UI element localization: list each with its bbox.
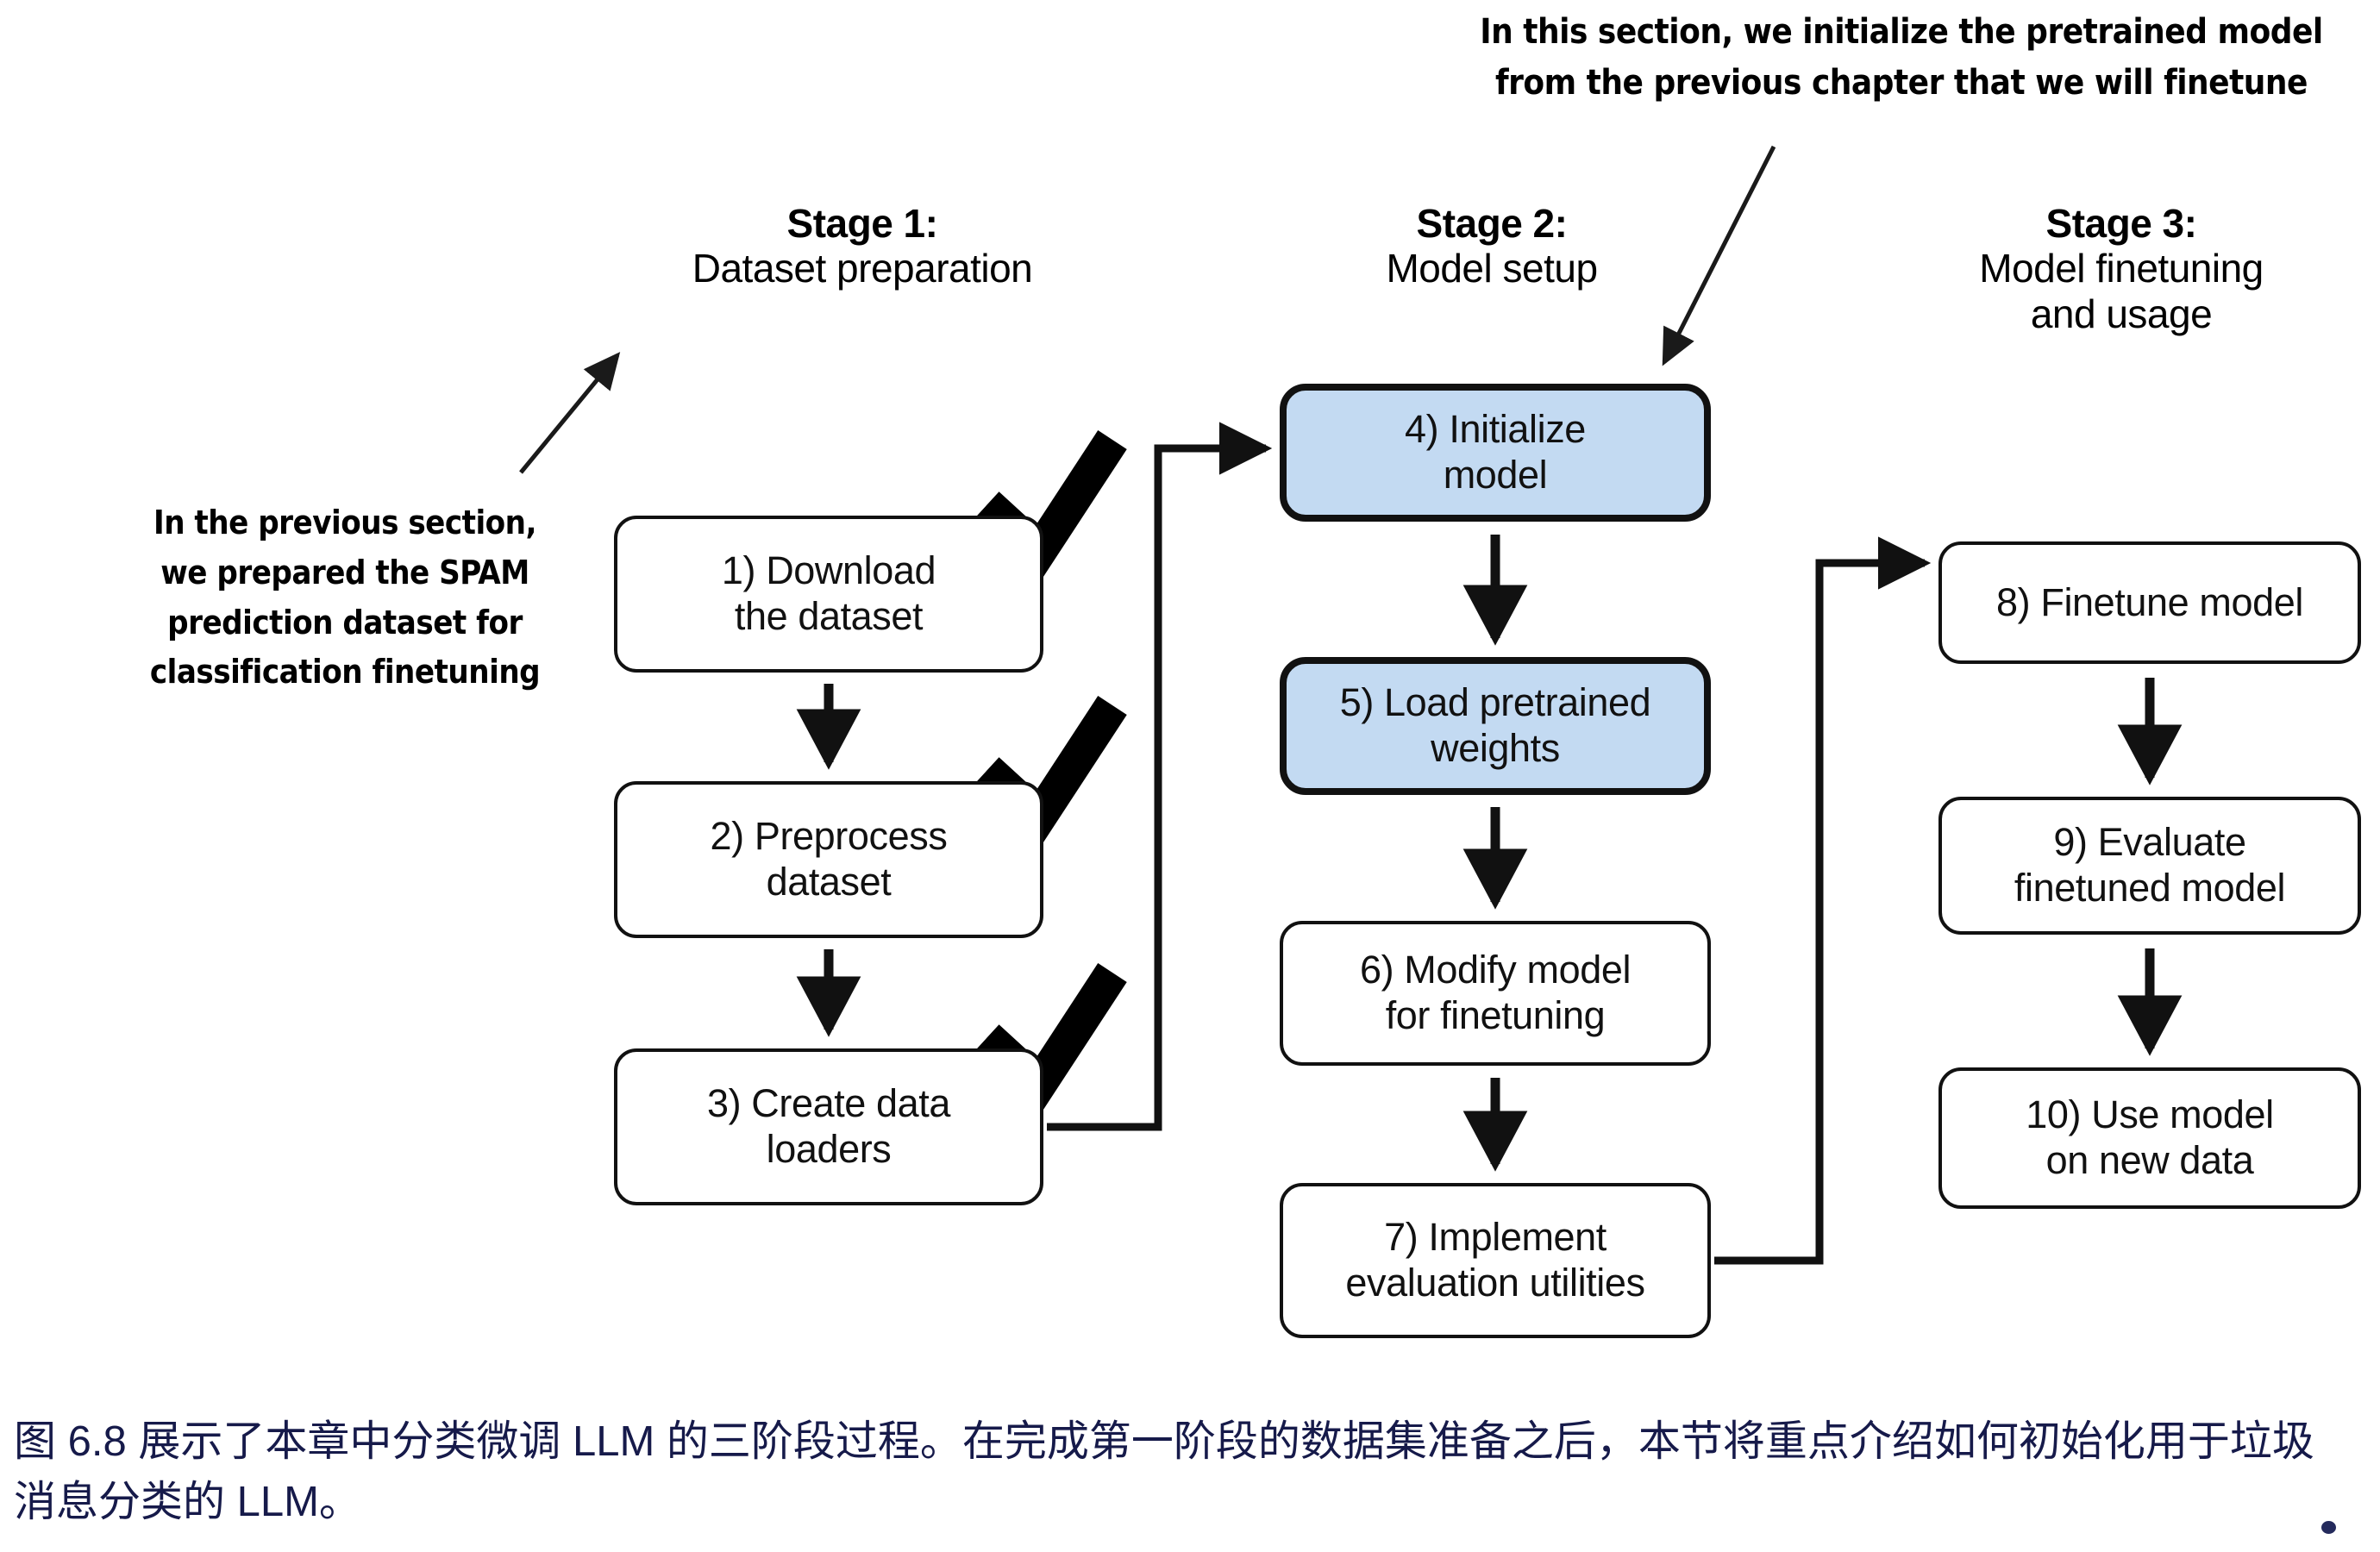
flow-node-create-data-loaders[interactable]: 3) Create data loaders [614, 1048, 1043, 1205]
stage-header-2: Stage 2: Model setup [1242, 201, 1742, 291]
annotation-arrow-top [1662, 145, 1776, 366]
stage-header-3: Stage 3: Model finetuning and usage [1880, 201, 2363, 336]
flow-node-initialize-model[interactable]: 4) Initialize model [1280, 384, 1711, 522]
flow-node-load-pretrained-weights[interactable]: 5) Load pretrained weights [1280, 657, 1711, 795]
flow-node-modify-model-for-finetuning[interactable]: 6) Modify model for finetuning [1280, 921, 1711, 1066]
annotation-left-note: In the previous section, we prepared the… [149, 504, 541, 692]
stage-1-title: Stage 1: [786, 201, 938, 246]
figure-caption: 图 6.8 展示了本章中分类微调 LLM 的三阶段过程。在完成第一阶段的数据集准… [14, 1418, 2314, 1525]
connector-stage2-to-stage3 [1714, 536, 1932, 1265]
annotation-arrow-left [519, 352, 621, 474]
cursor-dot [2321, 1521, 2336, 1534]
stage-2-title: Stage 2: [1416, 201, 1568, 246]
stage-3-title: Stage 3: [2045, 201, 2197, 246]
connector-stage1-to-stage2 [1047, 422, 1273, 1131]
flow-node-finetune-model[interactable]: 8) Finetune model [1938, 541, 2361, 664]
flow-node-evaluate-finetuned-model[interactable]: 9) Evaluate finetuned model [1938, 797, 2361, 935]
annotation-top-note: In this section, we initialize the pretr… [1480, 12, 2323, 103]
stage-1-subtitle: Dataset preparation [692, 246, 1033, 291]
flow-node-download-dataset[interactable]: 1) Download the dataset [614, 516, 1043, 673]
flow-node-preprocess-dataset[interactable]: 2) Preprocess dataset [614, 781, 1043, 938]
flow-node-use-model-on-new-data[interactable]: 10) Use model on new data [1938, 1067, 2361, 1209]
stage-2-subtitle: Model setup [1386, 246, 1598, 291]
stage-header-1: Stage 1: Dataset preparation [569, 201, 1156, 291]
flow-node-implement-evaluation-utilities[interactable]: 7) Implement evaluation utilities [1280, 1183, 1711, 1338]
stage-3-subtitle: Model finetuning and usage [1979, 246, 2264, 336]
